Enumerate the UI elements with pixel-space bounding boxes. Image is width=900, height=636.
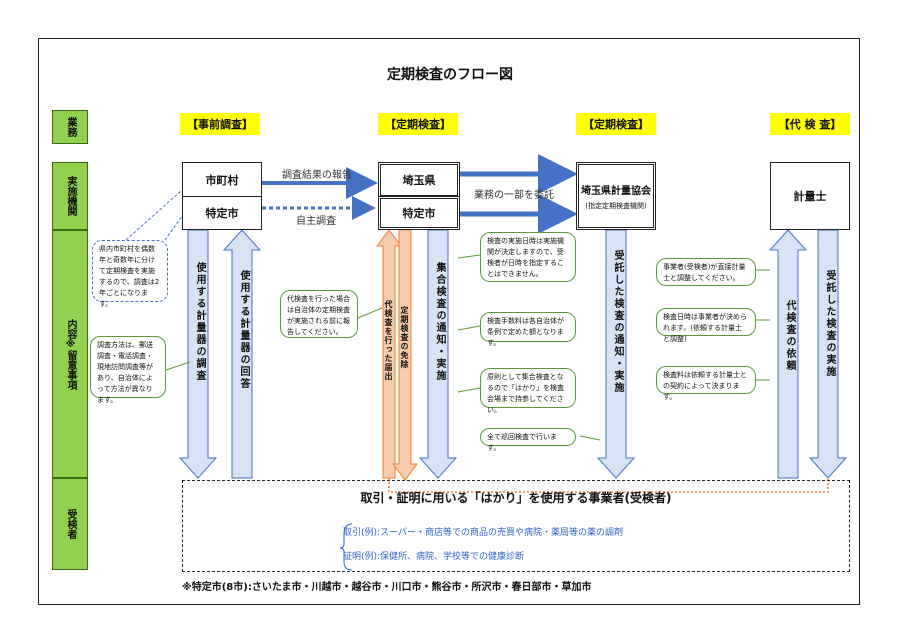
note-n3: 代検査を行った場合は自治体の定期検査が実施される前に報告してください。 (280, 290, 358, 338)
vlabel-chousa: 使用する計量器の調査 (194, 262, 205, 382)
example-shoumei: 証明(例):保健所、病院、学校等での健康診断 (343, 552, 525, 562)
kyokai-sub: (指定定期検査機関) (585, 201, 647, 210)
side-label-jukensha: 受検者 (52, 478, 88, 570)
vlabel-jutaku1: 受託した検査の通知・実施 (612, 250, 623, 394)
label-chousa-houkoku: 調査結果の報告 (282, 170, 352, 181)
box-keiryoshi: 計量士 (770, 162, 850, 230)
note-connector-n4 (457, 254, 481, 259)
note-n4: 検査の実施日時は実施機関が決定しますので、受検者が日時を指定することはできません… (480, 232, 576, 282)
arrow-down-chousa (178, 229, 218, 479)
vlabel-irai: 代検査の依頼 (784, 300, 795, 372)
side-label-jisshi: 実施機関 (52, 162, 88, 230)
jukensha-title: 取引・証明に用いる「はかり」を使用する事業者(受検者) (360, 491, 672, 505)
jukensha-box: 取引・証明に用いる「はかり」を使用する事業者(受検者) 取引(例):スーパー・商… (182, 480, 850, 572)
footnote-tokuteishi: ※特定市(8市):さいたま市・川越市・越谷市・川口市・熊谷市・所沢市・春日部市・… (182, 582, 592, 593)
column-header-jizen: 【事前調査】 (180, 113, 260, 135)
note-n8: 事業者(受検者)が直接計量士と調整してください。 (656, 258, 756, 286)
note-connector-n7 (579, 435, 601, 441)
note-n6: 原則として集合検査となるので「はかり」を検査会場まで持参してください。 (480, 368, 576, 414)
arrow-down-menjo (392, 229, 418, 481)
note-n2: 調査方法は、郵送調査・電話調査・現地訪問調査等があり、自治体によって方法が異なり… (90, 336, 166, 404)
arrow-up-daikensa (376, 229, 402, 479)
arrow-down-jutaku2 (808, 229, 848, 479)
arrow-down-shugo (418, 229, 458, 479)
examples-bracket (339, 523, 353, 571)
side-label-naiyou: 内容※留意事項 (52, 230, 88, 478)
page-frame (38, 38, 860, 605)
note-n10: 検査料は依頼する計量士との契約によって決まります。 (656, 366, 756, 401)
label-itaku: 業務の一部を委託 (474, 190, 554, 201)
example-torihiki: 取引(例):スーパー・商店等での商品の売買や病院・薬局等の薬の調剤 (343, 528, 623, 538)
page-title: 定期検査のフロー図 (387, 67, 513, 83)
note-connector-n6 (457, 387, 481, 393)
note-n9: 検査日時は事業者が決められます。(依頼する計量士と調整) (656, 308, 756, 343)
box-tokuteishi-1: 特定市 (182, 196, 262, 230)
column-header-teiki1: 【定期検査】 (378, 113, 458, 135)
note-connector-n1b (125, 189, 183, 241)
note-n5: 検査手数料は各自治体が条例で定めた額となります。 (480, 312, 576, 347)
vlabel-menjo: 定期検査の免除 (400, 306, 409, 369)
box-kyokai: 埼玉県計量協会 (指定定期検査機関) (576, 162, 656, 230)
note-n1: 県内市町村を偶数年と奇数年に分けて定期検査を実施するので、調査は2年ごとになりま… (92, 240, 168, 308)
vlabel-daikensa-houkoku: 代検査を行った届出 (384, 300, 393, 381)
vlabel-jutaku2: 受託した検査の実施 (824, 270, 835, 378)
box-saitama: 埼玉県 (378, 162, 460, 198)
label-jishu-chousa: 自主調査 (296, 216, 336, 227)
column-header-dai: 【代 検 査】 (770, 113, 850, 135)
note-connector-n3 (357, 307, 383, 319)
vlabel-kaitou: 使用する計量器の回答 (238, 270, 249, 390)
dotted-line-daikensa (388, 478, 829, 493)
vlabel-shugo: 集合検査の通知・実施 (434, 262, 445, 382)
note-n7: 全て巡回検査で行います。 (480, 428, 576, 452)
side-label-gyomu: 業務 (52, 110, 88, 144)
arrow-down-jutaku1 (596, 229, 636, 479)
box-tokuteishi-2: 特定市 (378, 196, 460, 230)
kyokai-name: 埼玉県計量協会 (581, 185, 651, 197)
note-connector-n2 (165, 361, 191, 371)
column-header-teiki2: 【定期検査】 (576, 113, 656, 135)
arrow-up-kaitou (222, 229, 262, 479)
box-shichoson: 市町村 (182, 162, 262, 198)
arrow-up-irai (768, 229, 808, 479)
note-connector-n5 (457, 325, 481, 331)
